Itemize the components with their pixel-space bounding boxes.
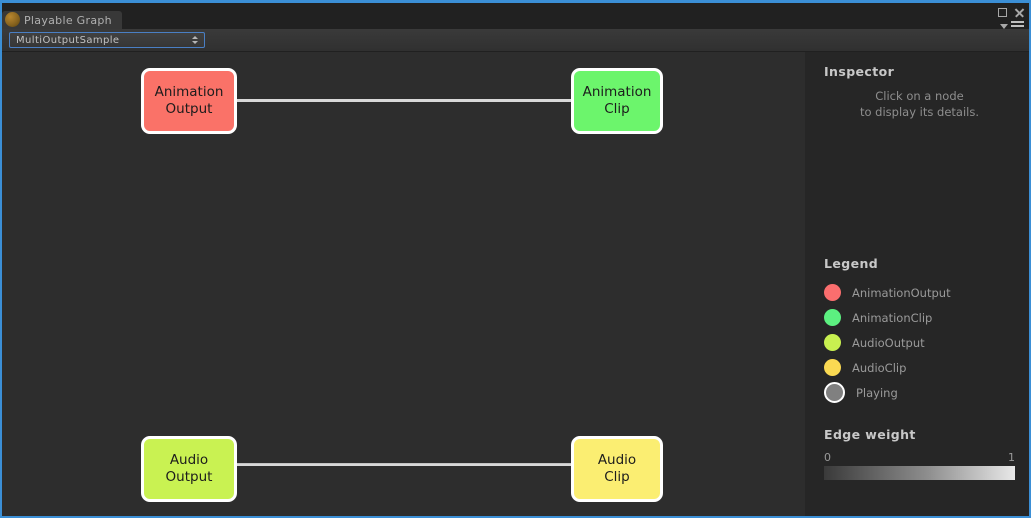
- inspector-section: Inspector Click on a node to display its…: [824, 64, 1015, 120]
- unity-playable-icon: [5, 12, 20, 27]
- edge-weight-gradient-bar: [824, 466, 1015, 480]
- edge-weight-scale: 0 1: [824, 451, 1015, 466]
- legend-color-swatch-icon: [824, 309, 841, 326]
- legend-item-label: AnimationOutput: [852, 285, 951, 300]
- legend-color-swatch-icon: [824, 284, 841, 301]
- legend-item-label: AnimationClip: [852, 310, 933, 325]
- tab-label: Playable Graph: [24, 13, 112, 27]
- tab-playable-graph[interactable]: Playable Graph: [2, 11, 122, 29]
- legend-item: AnimationClip: [824, 305, 1015, 330]
- edge-weight-section: Edge weight 0 1: [824, 427, 1015, 480]
- legend-item-label: AudioOutput: [852, 335, 925, 350]
- legend-color-swatch-icon: [824, 382, 845, 403]
- window-controls: [998, 7, 1025, 18]
- legend-color-swatch-icon: [824, 359, 841, 376]
- inspector-hint: Click on a node to display its details.: [859, 89, 979, 119]
- graph-node-animation-output[interactable]: Animation Output: [141, 68, 237, 134]
- inspector-title: Inspector: [824, 64, 895, 79]
- close-icon[interactable]: [1014, 7, 1025, 18]
- graph-selector-dropdown[interactable]: MultiOutputSample: [9, 32, 205, 48]
- side-panel: Inspector Click on a node to display its…: [805, 52, 1029, 516]
- edge-layer: [237, 98, 571, 467]
- graph-node-audio-clip[interactable]: Audio Clip: [571, 436, 663, 502]
- tab-bar: Playable Graph: [2, 3, 1029, 31]
- legend-item: AudioClip: [824, 355, 1015, 380]
- edge-weight-min-label: 0: [824, 451, 831, 464]
- legend-item-label: Playing: [856, 385, 898, 400]
- legend-item: AudioOutput: [824, 330, 1015, 355]
- legend-item: Playing: [824, 380, 1015, 405]
- graph-node-audio-output[interactable]: Audio Output: [141, 436, 237, 502]
- graph-node-animation-clip[interactable]: Animation Clip: [571, 68, 663, 134]
- legend-item: AnimationOutput: [824, 280, 1015, 305]
- edge-weight-max-label: 1: [1008, 451, 1015, 464]
- filter-icon[interactable]: [1000, 23, 1008, 29]
- legend-item-label: AudioClip: [852, 360, 907, 375]
- updown-arrows-icon: [192, 36, 198, 44]
- edge-weight-title: Edge weight: [824, 427, 916, 442]
- graph-selector-value: MultiOutputSample: [16, 34, 120, 46]
- legend-color-swatch-icon: [824, 334, 841, 351]
- toolbar: MultiOutputSample: [2, 29, 1029, 52]
- legend-title: Legend: [824, 256, 879, 271]
- maximize-icon[interactable]: [998, 8, 1007, 17]
